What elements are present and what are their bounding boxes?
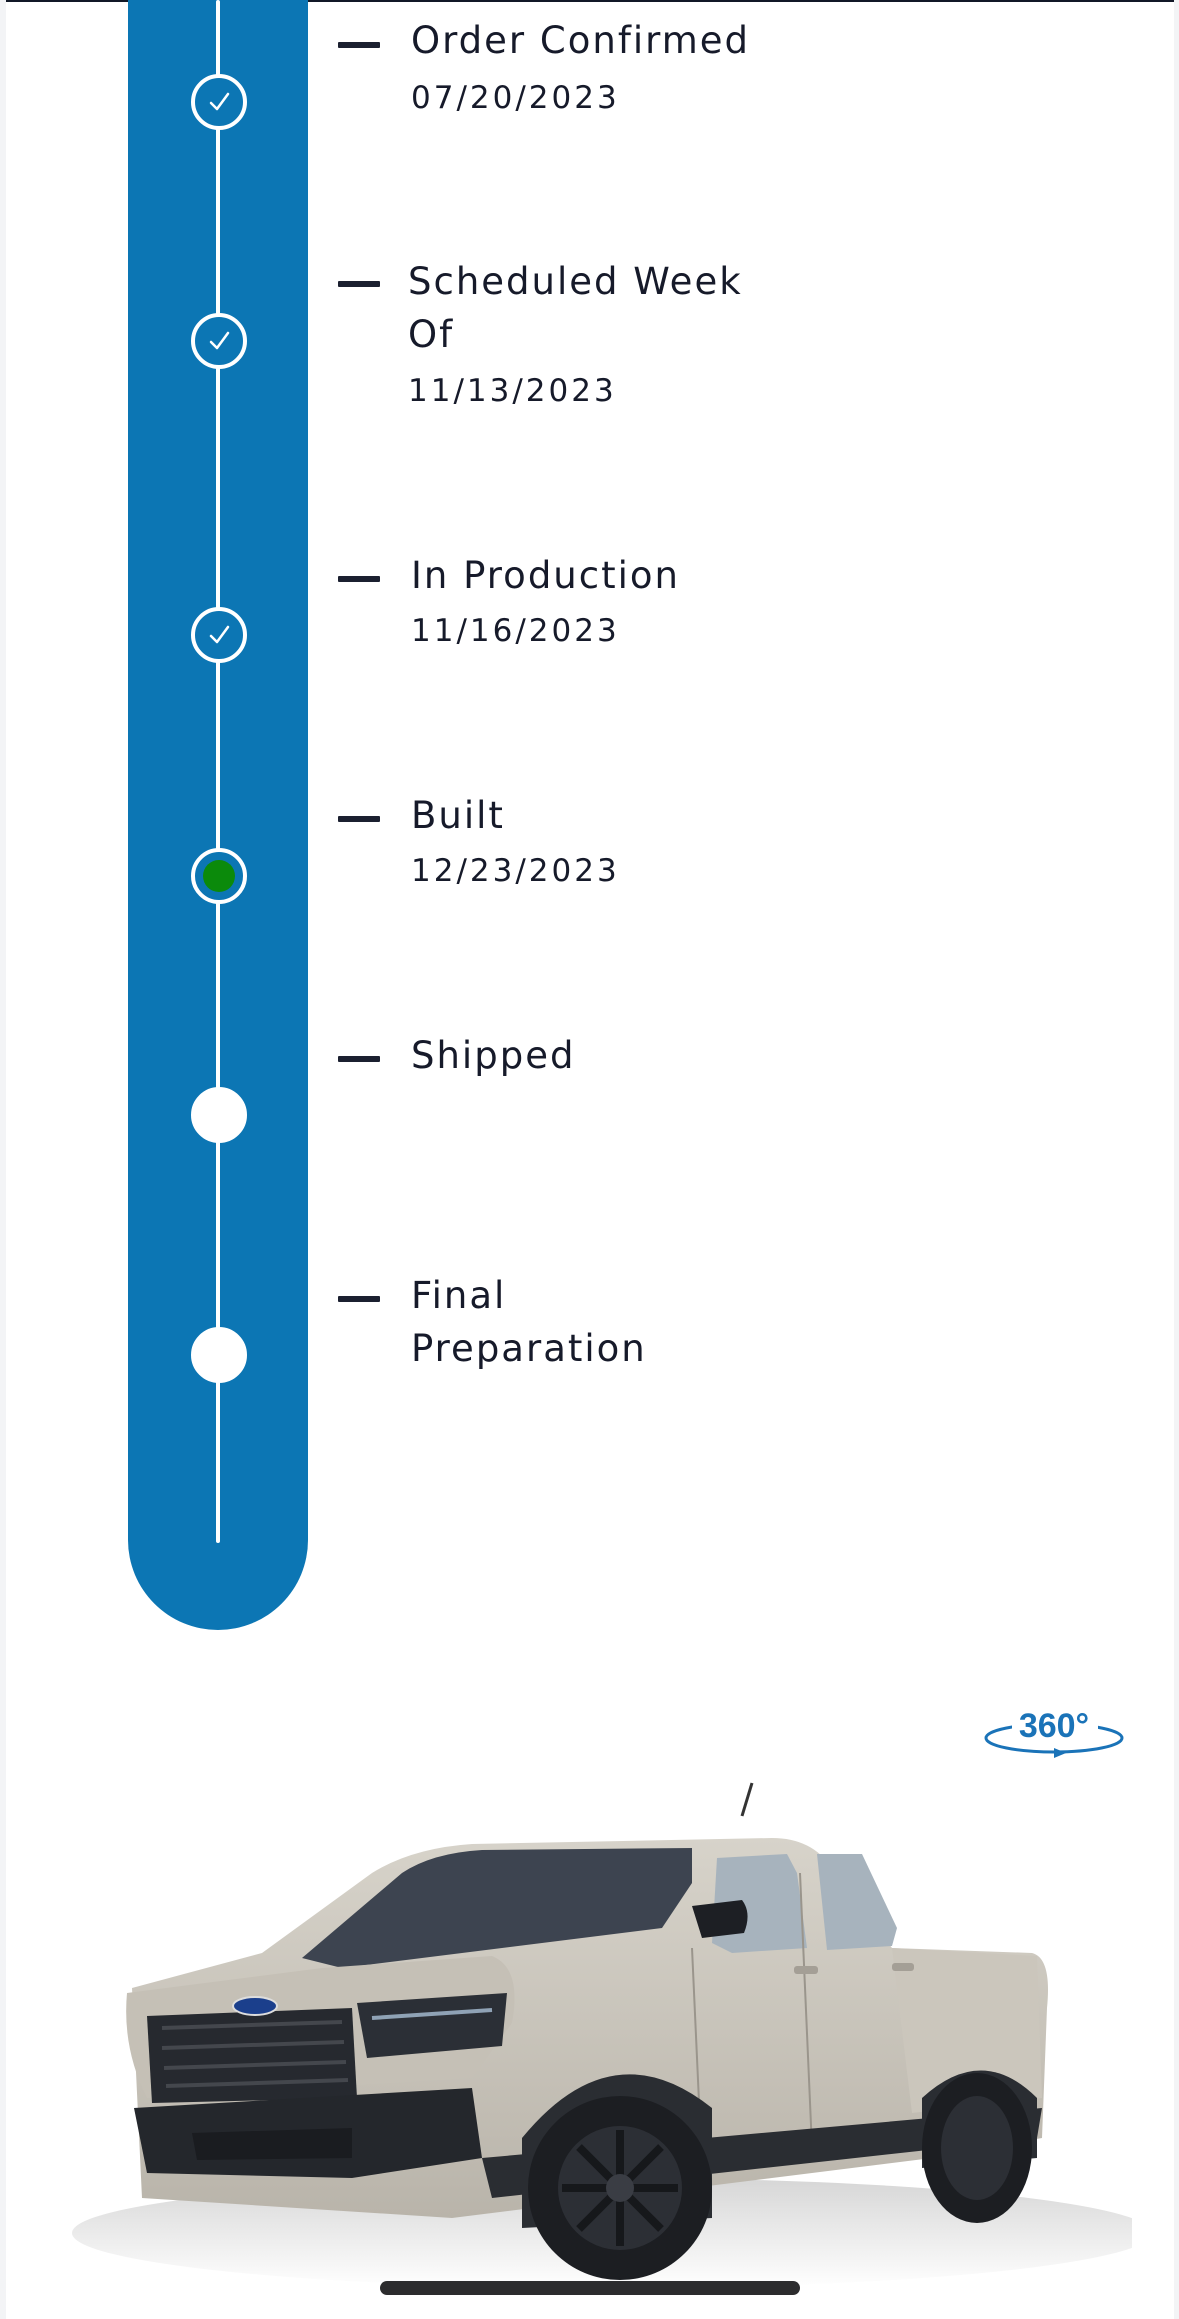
checkmark-icon bbox=[191, 74, 247, 130]
360-rotate-icon: 360° bbox=[984, 1707, 1124, 1758]
status-dot bbox=[203, 860, 235, 892]
360-view-button[interactable]: 360° bbox=[982, 1700, 1127, 1766]
checkmark-icon bbox=[191, 313, 247, 369]
pending-status-icon bbox=[191, 1327, 247, 1383]
step-date: 07/20/2023 bbox=[411, 80, 620, 116]
step-title: Order Confirmed bbox=[411, 19, 750, 62]
step-dash bbox=[338, 281, 380, 287]
step-date: 11/13/2023 bbox=[408, 373, 617, 409]
step-dash bbox=[338, 1056, 380, 1062]
progress-line bbox=[216, 0, 220, 1543]
home-indicator[interactable] bbox=[380, 2281, 800, 2295]
step-title: Final Preparation bbox=[411, 1274, 647, 1370]
vehicle-image bbox=[52, 1778, 1152, 2298]
step-dash bbox=[338, 816, 380, 822]
step-title: Shipped bbox=[411, 1034, 576, 1077]
current-status-icon bbox=[191, 848, 247, 904]
pending-status-icon bbox=[191, 1087, 247, 1143]
step-title: Built bbox=[411, 794, 505, 837]
badge-label: 360° bbox=[1019, 1707, 1089, 1745]
step-title: Scheduled Week Of bbox=[408, 260, 743, 356]
top-border bbox=[0, 0, 1179, 2]
step-date: 12/23/2023 bbox=[411, 853, 620, 889]
step-dash bbox=[338, 42, 380, 48]
step-title: In Production bbox=[411, 554, 680, 597]
checkmark-icon bbox=[191, 607, 247, 663]
step-dash bbox=[338, 1296, 380, 1302]
left-border bbox=[0, 0, 6, 2319]
right-border bbox=[1174, 0, 1179, 2319]
step-dash bbox=[338, 576, 380, 582]
step-date: 11/16/2023 bbox=[411, 613, 620, 649]
